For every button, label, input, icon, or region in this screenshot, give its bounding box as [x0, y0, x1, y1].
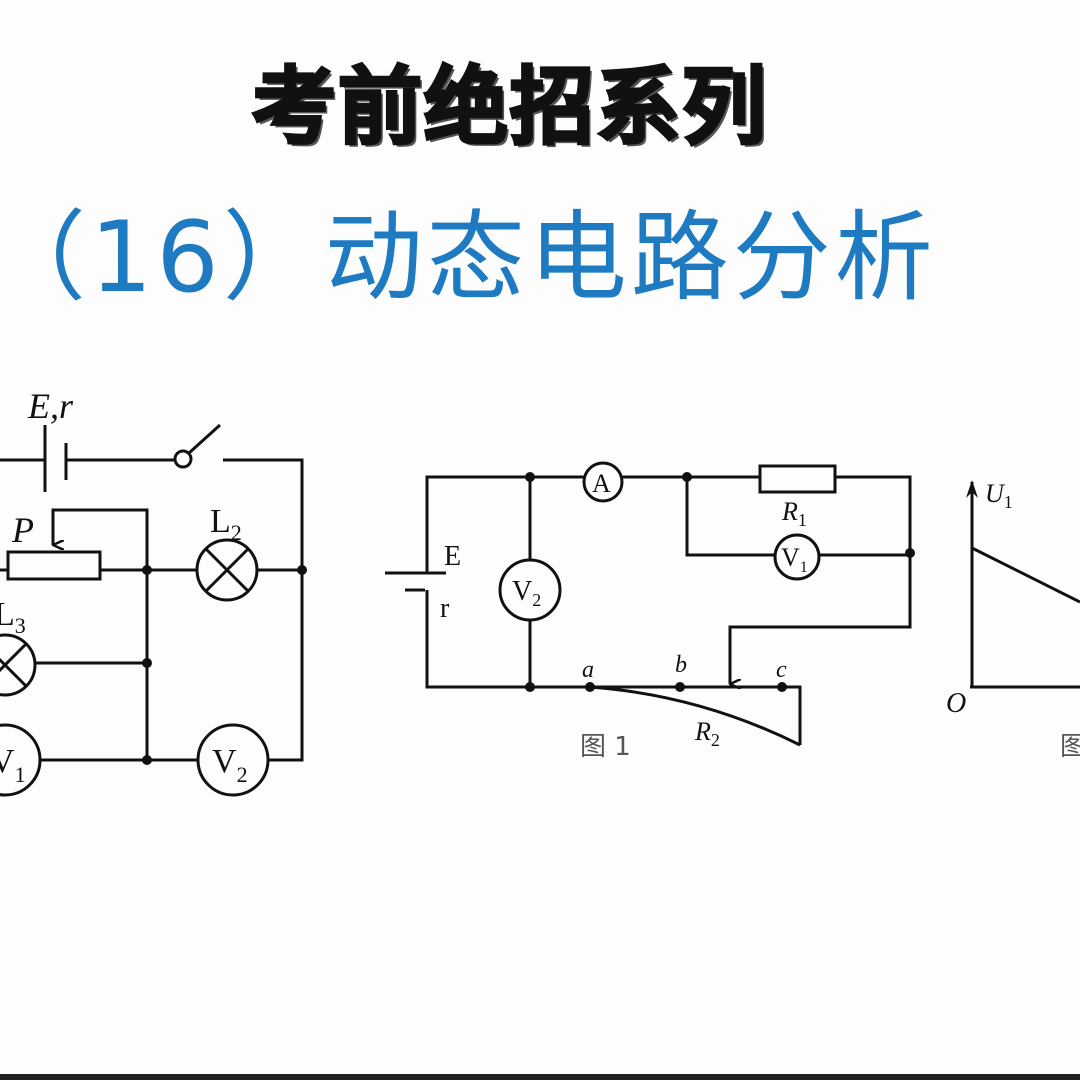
slider-label: P [11, 510, 34, 550]
voltmeter-v1-label: V [0, 743, 15, 780]
rheostat [6, 550, 102, 581]
svg-text:R2: R2 [694, 717, 720, 750]
switch [173, 423, 222, 469]
voltmeter-v2-label: V [212, 743, 237, 780]
junction-nodes [142, 565, 307, 765]
point-b-label: b [675, 652, 687, 678]
lamp-l2-sub: 2 [231, 520, 242, 545]
svg-text:R1: R1 [781, 497, 807, 530]
voltmeter-v2-sub: 2 [532, 590, 541, 610]
battery-r-label: r [440, 593, 450, 624]
fig1-circuit: E r V2 A R1 V1 a b c R2 图 1 [385, 461, 915, 762]
point-c-label: c [776, 657, 787, 683]
voltmeter-v2 [498, 558, 562, 622]
voltmeter-v1 [0, 723, 42, 797]
u1-line [971, 546, 1080, 604]
svg-text:U1: U1 [985, 479, 1013, 512]
lamp-l3 [0, 633, 37, 697]
svg-text:L3: L3 [0, 596, 26, 638]
battery-e-label: E [444, 541, 461, 572]
lamp-l2-label: L [210, 503, 231, 540]
left-circuit: E,r P L2 L3 V1 V2 [0, 386, 307, 797]
fig1-caption: 图 1 [580, 732, 631, 762]
resistor-r2-label: R [694, 717, 711, 746]
voltmeter-v2 [196, 723, 270, 797]
origin-label: O [946, 688, 966, 719]
y-axis-label: U [985, 479, 1006, 508]
voltmeter-v2-sub: 2 [237, 762, 248, 787]
y-axis-sub: 1 [1004, 492, 1013, 512]
rheostat-slider [51, 508, 149, 760]
fig2-graph: U1 O 图 [946, 479, 1080, 762]
ammeter [582, 461, 624, 503]
lamp-l2 [195, 538, 259, 602]
bottom-border [0, 1074, 1080, 1080]
lamp-l3-label: L [0, 596, 15, 633]
series-title: 考前绝招系列 [250, 57, 768, 158]
voltmeter-v1 [773, 533, 821, 581]
svg-text:V1: V1 [0, 743, 26, 787]
resistor-r1 [758, 464, 837, 494]
battery-label: E,r [27, 386, 74, 426]
voltmeter-v1-sub: 1 [15, 762, 26, 787]
resistor-r1-sub: 1 [798, 510, 807, 530]
junction-nodes [525, 472, 915, 692]
svg-text:V2: V2 [212, 743, 248, 787]
voltmeter-v1-sub: 1 [800, 559, 808, 576]
resistor-r1-label: R [781, 497, 798, 526]
resistor-r2-sub: 2 [711, 730, 720, 750]
voltmeter-v1-label: V [781, 543, 800, 572]
voltmeter-v2-label: V [512, 576, 532, 607]
svg-text:V2: V2 [512, 576, 541, 610]
svg-text:L2: L2 [210, 503, 242, 545]
lamp-l3-sub: 3 [15, 613, 26, 638]
point-a-label: a [582, 657, 594, 683]
lesson-title: （16）动态电路分析 [0, 201, 937, 315]
fig2-caption: 图 [1060, 732, 1080, 762]
ammeter-label: A [592, 469, 611, 498]
svg-text:V1: V1 [781, 543, 808, 576]
